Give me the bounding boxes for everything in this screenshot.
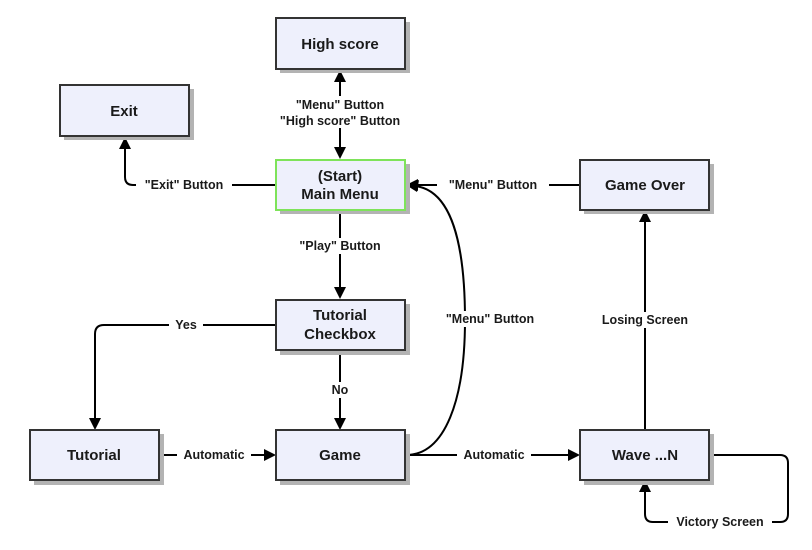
edge-label-highscore-button: "High score" Button (280, 114, 400, 128)
edge-label-gameover-menu-button: "Menu" Button (449, 178, 537, 192)
edge-label-play-button: "Play" Button (299, 239, 380, 253)
arrow-head-left (406, 180, 419, 192)
node-label-line1: Tutorial (313, 307, 367, 324)
node-main-menu[interactable]: (Start) Main Menu (275, 159, 410, 214)
edge-exit: "Exit" Button (119, 137, 276, 193)
edge-yes: Yes (89, 317, 276, 430)
edge-label-automatic: Automatic (463, 448, 524, 462)
edge-label-exit-button: "Exit" Button (145, 178, 224, 192)
node-label-line1: (Start) (318, 168, 362, 185)
node-label: High score (301, 36, 379, 53)
node-label: Exit (110, 103, 138, 120)
arrow-head-up (334, 70, 346, 82)
node-high-score[interactable]: High score (275, 17, 410, 73)
node-exit[interactable]: Exit (59, 84, 194, 140)
node-game-over[interactable]: Game Over (579, 159, 714, 214)
arrow-head-right (264, 449, 276, 461)
node-tutorial-checkbox[interactable]: Tutorial Checkbox (275, 299, 410, 355)
edge-gameover-menu: "Menu" Button (406, 177, 580, 193)
arrow-head-down (89, 418, 101, 430)
arrow-head-down (334, 287, 346, 299)
node-label: Tutorial (67, 447, 121, 464)
edge-menu-highscore: "Menu" Button "High score" Button (268, 70, 412, 159)
edge-game-menu: "Menu" Button (405, 180, 544, 456)
node-label: Wave ...N (612, 447, 678, 464)
arrow-head-down (334, 418, 346, 430)
arrow-head-up (639, 480, 651, 492)
edge-game-wave: Automatic (406, 447, 580, 463)
edge-play: "Play" Button (288, 210, 392, 299)
edge-label-losing-screen: Losing Screen (602, 313, 688, 327)
edge-label-victory-screen: Victory Screen (676, 515, 763, 529)
node-label: Game Over (605, 177, 685, 194)
edge-label-no: No (332, 383, 349, 397)
edge-tutorial-game: Automatic (159, 447, 276, 463)
edge-label-automatic: Automatic (183, 448, 244, 462)
edge-label-menu-button: "Menu" Button (296, 98, 384, 112)
node-tutorial[interactable]: Tutorial (29, 429, 164, 485)
edge-label-game-menu-button: "Menu" Button (446, 312, 534, 326)
node-label-line2: Checkbox (304, 326, 376, 343)
edge-no: No (327, 350, 353, 430)
edge-losing: Losing Screen (594, 210, 696, 430)
node-game[interactable]: Game (275, 429, 410, 485)
node-label: Game (319, 447, 361, 464)
node-label-line2: Main Menu (301, 186, 379, 203)
arrow-head-up (119, 137, 131, 149)
arrow-head-right (568, 449, 580, 461)
arrow-head-up (639, 210, 651, 222)
edge-label-yes: Yes (175, 318, 197, 332)
arrow-head-down (334, 147, 346, 159)
node-wave[interactable]: Wave ...N (579, 429, 714, 485)
edge-victory: Victory Screen (639, 454, 789, 530)
